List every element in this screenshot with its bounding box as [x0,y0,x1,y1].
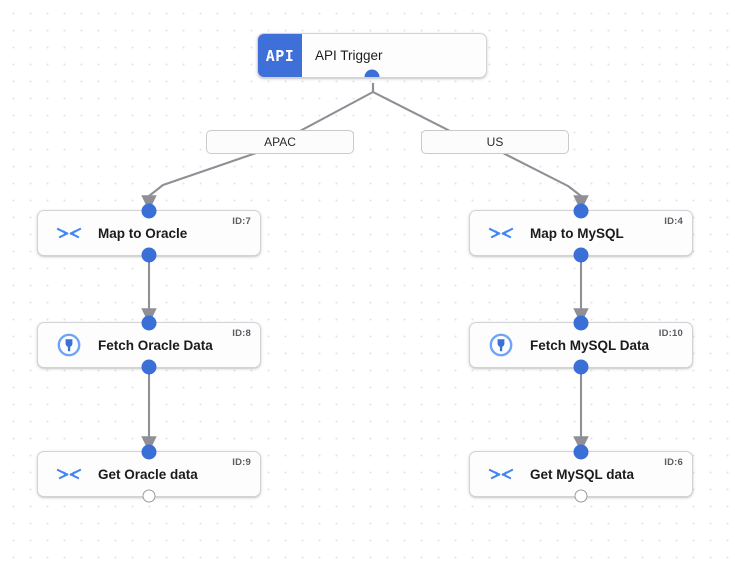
handle-source[interactable] [142,248,156,262]
handle-source[interactable] [574,360,588,374]
api-badge-icon: API [258,34,302,77]
node-id-label: ID:7 [232,216,251,227]
handle-target[interactable] [142,204,156,218]
edge-trigger-us [371,83,451,132]
node-id-label: ID:6 [664,457,683,468]
edge-label-apac[interactable]: APAC [206,130,354,154]
merge-arrows-icon [54,461,84,487]
handle-target[interactable] [142,445,156,459]
node-get-oracle-data[interactable]: Get Oracle data ID:9 [37,445,261,503]
node-fetch-mysql-data[interactable]: Fetch MySQL Data ID:10 [469,316,693,374]
merge-arrows-icon [486,461,516,487]
handle-target[interactable] [574,204,588,218]
handle-target[interactable] [574,445,588,459]
node-title: Fetch Oracle Data [98,337,213,353]
node-map-to-mysql[interactable]: Map to MySQL ID:4 [469,204,693,262]
node-title: Get MySQL data [530,466,635,482]
node-id-label: ID:10 [658,328,683,339]
edge-us-map-mysql [500,151,589,211]
node-title: Fetch MySQL Data [530,337,650,353]
merge-arrows-icon [486,220,516,246]
handle-source[interactable] [574,248,588,262]
handle-source[interactable] [142,489,156,503]
node-id-label: ID:8 [232,328,251,339]
merge-arrows-icon [54,220,84,246]
edge-trigger-apac [299,83,375,132]
node-map-to-oracle[interactable]: Map to Oracle ID:7 [37,204,261,262]
handle-target[interactable] [574,316,588,330]
handle-source[interactable] [365,70,379,77]
node-title: Map to Oracle [98,225,188,241]
edge-label-us[interactable]: US [421,130,569,154]
handle-source[interactable] [142,360,156,374]
node-id-label: ID:9 [232,457,251,468]
node-title: Get Oracle data [98,466,198,482]
edge-apac-map-oracle [141,151,260,211]
node-title: Map to MySQL [530,225,624,241]
handle-source[interactable] [574,489,588,503]
connector-plug-icon [486,332,516,358]
node-get-mysql-data[interactable]: Get MySQL data ID:6 [469,445,693,503]
node-fetch-oracle-data[interactable]: Fetch Oracle Data ID:8 [37,316,261,374]
connector-plug-icon [54,332,84,358]
node-title: API Trigger [315,48,383,63]
handle-target[interactable] [142,316,156,330]
node-id-label: ID:4 [664,216,683,227]
node-api-trigger[interactable]: API API Trigger [257,33,487,78]
